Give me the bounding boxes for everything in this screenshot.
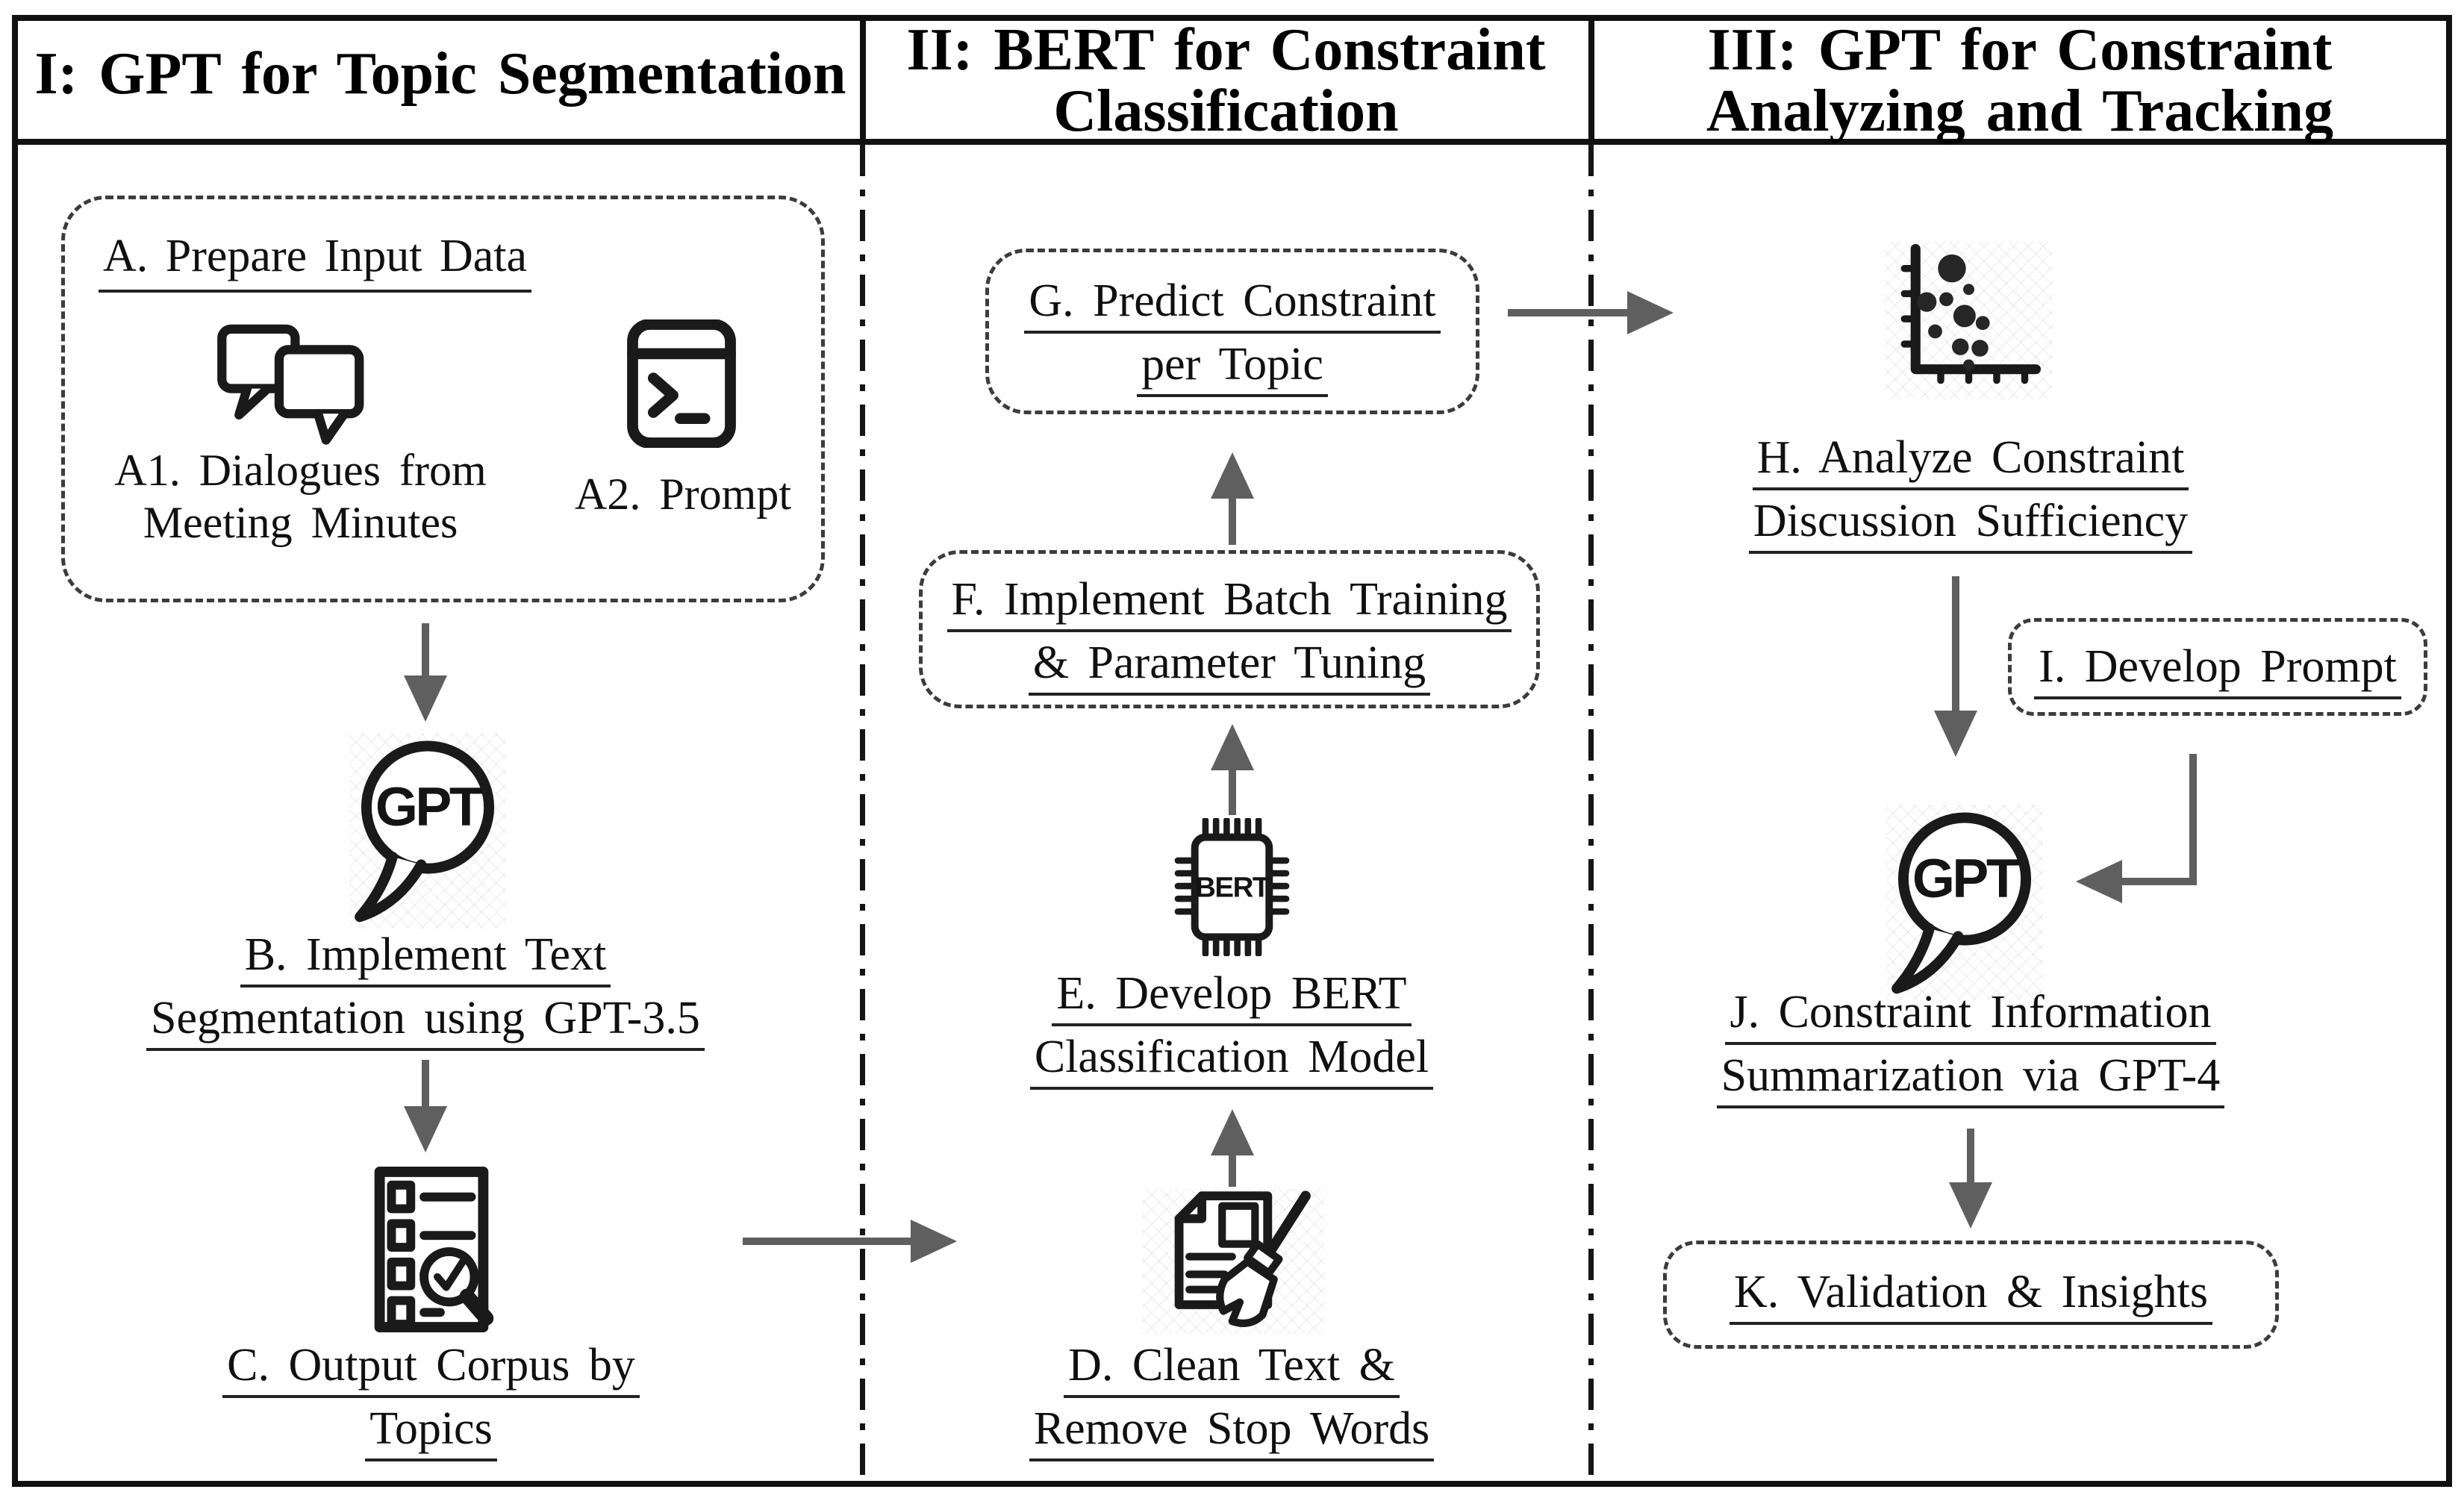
- arrow-f-to-g-head: [1211, 452, 1254, 499]
- column3-header-line1: III: GPT for Constraint: [1707, 17, 2333, 83]
- header-separator-line: [12, 139, 2452, 145]
- arrow-b-to-c-head: [404, 1106, 447, 1152]
- arrow-f-to-g-line: [1229, 499, 1236, 545]
- label-j-line1: J. Constraint Information: [1725, 989, 2216, 1045]
- label-d: D. Clean Text & Remove Stop Words: [892, 1342, 1571, 1469]
- bert-badge-text: BERT: [1195, 871, 1270, 903]
- arrow-g-to-h-line: [1508, 309, 1627, 316]
- label-i: I. Develop Prompt: [2008, 643, 2427, 707]
- checklist-document-icon: [357, 1164, 506, 1335]
- column-divider-dashdot-1: [860, 145, 865, 1481]
- arrow-e-to-f-line: [1229, 770, 1236, 815]
- box-a-title-text: A. Prepare Input Data: [99, 230, 532, 293]
- label-c-line1: C. Output Corpus by: [222, 1342, 640, 1398]
- arrow-i-to-j-horizontal: [2122, 878, 2197, 885]
- clean-text-broom-icon: [1142, 1188, 1325, 1334]
- box-g-predict-constraint: [985, 249, 1479, 414]
- arrow-j-to-k-line: [1967, 1129, 1974, 1182]
- label-b-line1: B. Implement Text: [240, 932, 611, 987]
- box-a-title: A. Prepare Input Data: [99, 230, 532, 293]
- label-b-line2: Segmentation using GPT-3.5: [146, 995, 705, 1051]
- header-divider-2: [1588, 15, 1594, 145]
- scatter-plot-icon: [1885, 241, 2053, 399]
- label-k-text: K. Validation & Insights: [1729, 1269, 2213, 1325]
- terminal-prompt-icon: [626, 319, 737, 448]
- label-g-line2: per Topic: [1137, 341, 1328, 397]
- column2-header: II: BERT for Constraint Classification: [866, 19, 1586, 142]
- arrow-a-to-b-line: [422, 623, 429, 677]
- arrow-a-to-b-head: [404, 676, 447, 722]
- label-f-line2: & Parameter Tuning: [1028, 640, 1431, 696]
- bert-chip-icon: BERT: [1163, 818, 1301, 956]
- column2-header-line2: Classification: [1053, 78, 1399, 144]
- chat-bubbles-icon: [213, 317, 384, 455]
- column3-header: III: GPT for Constraint Analyzing and Tr…: [1594, 19, 2445, 142]
- label-h: H. Analyze Constraint Discussion Suffici…: [1631, 434, 2310, 561]
- label-a1-line2: Meeting Minutes: [143, 498, 458, 547]
- label-b: B. Implement Text Segmentation using GPT…: [86, 932, 765, 1058]
- label-e-line1: E. Develop BERT: [1052, 970, 1412, 1026]
- label-f: F. Implement Batch Training & Parameter …: [919, 576, 1540, 703]
- arrow-c-to-d-line: [743, 1238, 911, 1245]
- label-a1: A1. Dialogues from Meeting Minutes: [71, 448, 530, 552]
- label-k: K. Validation & Insights: [1663, 1269, 2279, 1332]
- gpt-speech-bubble-icon: GPT: [349, 733, 506, 929]
- label-h-line1: H. Analyze Constraint: [1752, 434, 2189, 490]
- column1-header: I: GPT for Topic Segmentation: [22, 43, 858, 104]
- arrow-g-to-h-head: [1627, 291, 1674, 334]
- label-e-line2: Classification Model: [1029, 1034, 1434, 1090]
- arrow-h-to-j-line: [1952, 576, 1959, 711]
- label-j-line2: Summarization via GPT-4: [1716, 1052, 2225, 1108]
- column1-header-text: I: GPT for Topic Segmentation: [34, 41, 846, 107]
- column3-header-line2: Analyzing and Tracking: [1706, 78, 2333, 144]
- outer-border: [12, 15, 2452, 1487]
- label-j: J. Constraint Information Summarization …: [1631, 989, 2310, 1116]
- arrow-i-to-j-vertical: [2189, 754, 2197, 885]
- label-c-line2: Topics: [365, 1405, 497, 1461]
- box-k-validation-insights: [1663, 1241, 2279, 1349]
- label-a1-line1: A1. Dialogues from: [114, 446, 487, 495]
- column-divider-dashdot-2: [1588, 145, 1594, 1481]
- label-g-line1: G. Predict Constraint: [1024, 278, 1441, 334]
- label-d-line1: D. Clean Text &: [1064, 1342, 1400, 1398]
- label-g: G. Predict Constraint per Topic: [985, 278, 1479, 405]
- label-h-line2: Discussion Sufficiency: [1748, 498, 2193, 554]
- header-divider-1: [860, 15, 866, 145]
- box-i-develop-prompt: [2008, 618, 2427, 716]
- column2-header-line1: II: BERT for Constraint: [906, 17, 1546, 83]
- label-f-line1: F. Implement Batch Training: [946, 576, 1512, 632]
- arrow-b-to-c-line: [422, 1060, 429, 1106]
- arrow-h-to-j-head: [1934, 711, 1977, 757]
- label-i-text: I. Develop Prompt: [2034, 643, 2401, 699]
- gpt-badge-text-2: GPT: [1912, 848, 2020, 909]
- arrow-e-to-f-head: [1211, 724, 1254, 770]
- arrow-j-to-k-head: [1949, 1182, 1992, 1229]
- box-a-prepare-input-data: [61, 196, 825, 602]
- label-e: E. Develop BERT Classification Model: [892, 970, 1571, 1097]
- arrow-c-to-d-head: [911, 1220, 957, 1263]
- label-c: C. Output Corpus by Topics: [93, 1342, 769, 1469]
- arrow-d-to-e-line: [1229, 1155, 1236, 1187]
- label-a2-text: A2. Prompt: [574, 469, 792, 519]
- arrow-i-to-j-head: [2076, 860, 2122, 903]
- gpt-speech-bubble-icon-2: GPT: [1886, 805, 2043, 1000]
- arrow-d-to-e-head: [1211, 1109, 1254, 1155]
- label-a2: A2. Prompt: [523, 472, 843, 524]
- label-d-line2: Remove Stop Words: [1029, 1405, 1435, 1461]
- gpt-badge-text: GPT: [375, 776, 483, 837]
- box-f-batch-training: [919, 550, 1540, 708]
